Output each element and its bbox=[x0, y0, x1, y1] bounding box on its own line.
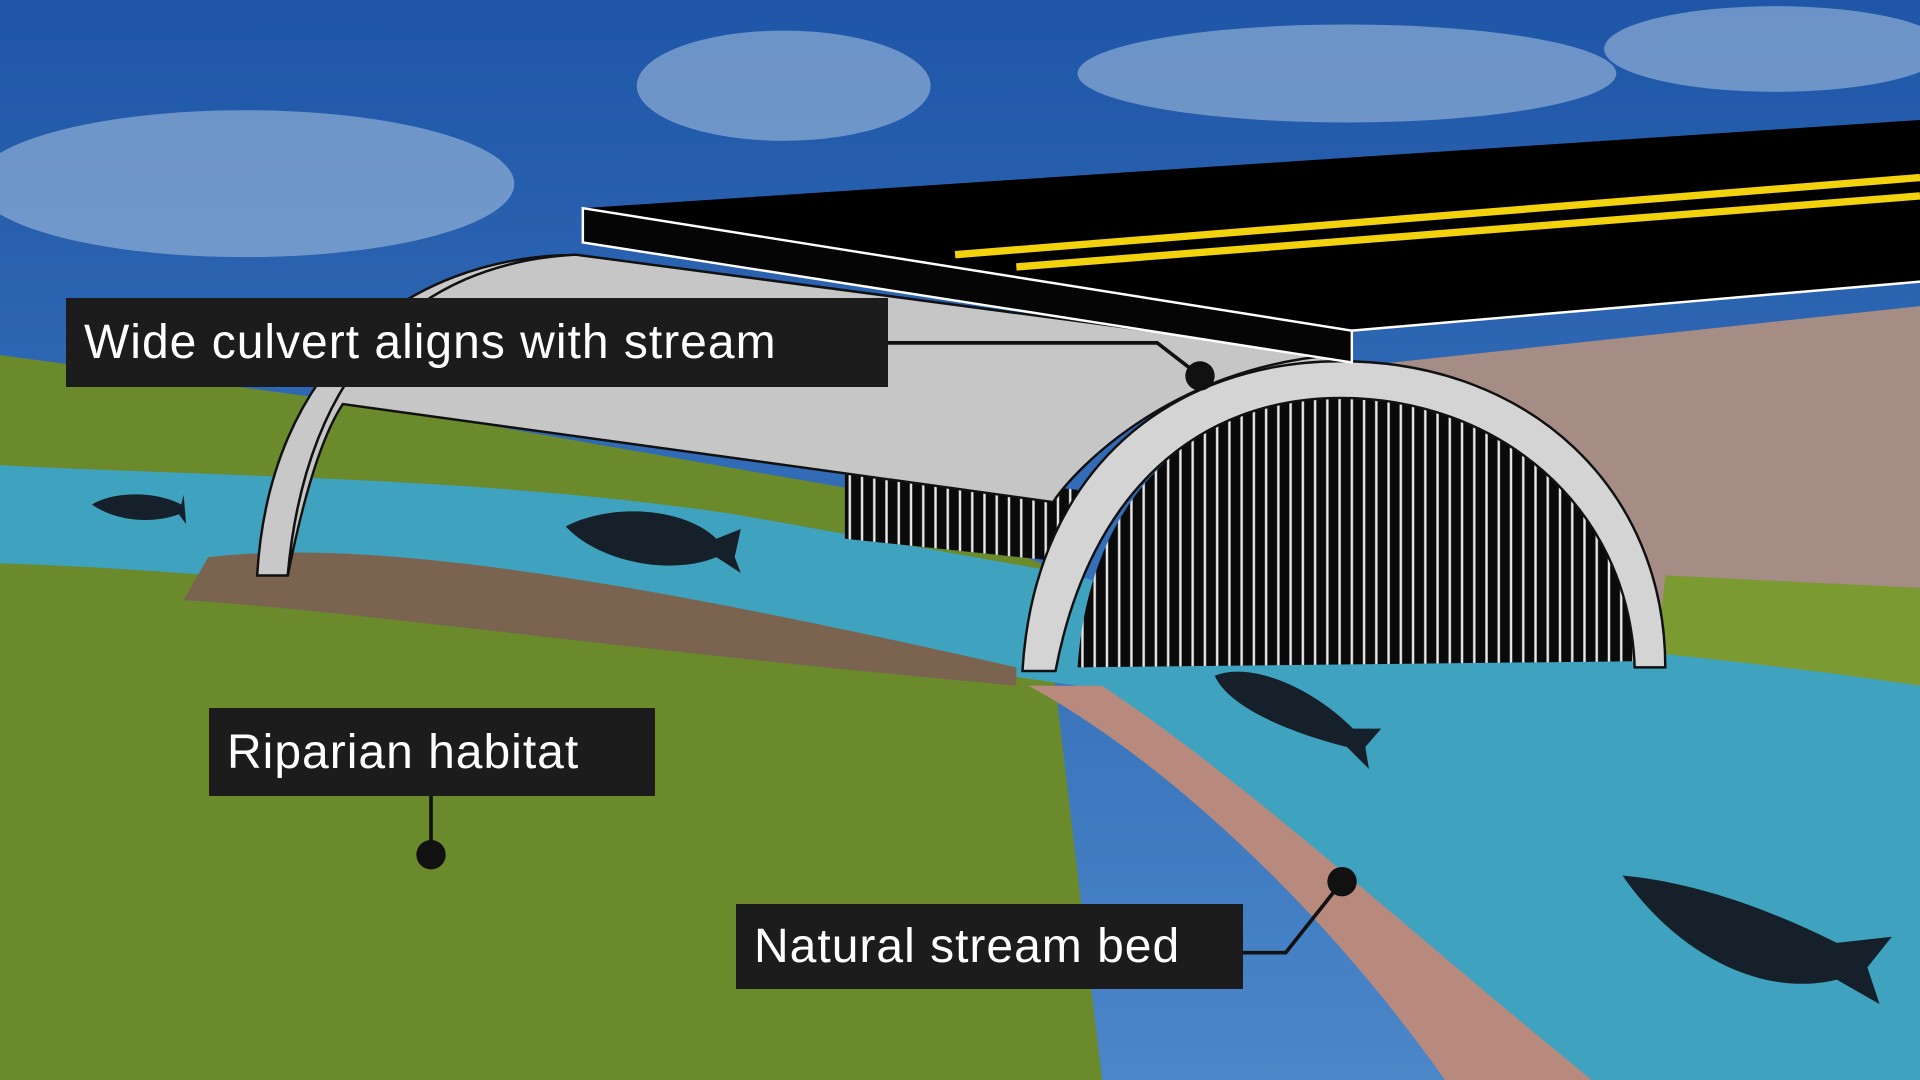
stream-bank-rocks bbox=[1028, 685, 1592, 1080]
road-deck bbox=[582, 120, 1920, 331]
stream bbox=[0, 465, 1920, 1080]
culvert-opening bbox=[1077, 397, 1635, 668]
culvert-marker-dot bbox=[1185, 361, 1215, 391]
mud-bank bbox=[183, 552, 1017, 686]
riparian-habitat-label: Riparian habitat bbox=[209, 708, 655, 796]
stream-bed-label: Natural stream bed bbox=[736, 904, 1243, 989]
road-edge bbox=[581, 206, 1354, 364]
road-centerline bbox=[954, 173, 1920, 271]
stream-bed-marker-dot bbox=[1327, 866, 1357, 897]
culvert-arch-rim bbox=[1021, 359, 1667, 673]
clouds bbox=[0, 6, 1920, 258]
fish bbox=[91, 494, 1892, 1005]
riparian-marker-dot bbox=[416, 840, 446, 870]
culvert-label: Wide culvert aligns with stream bbox=[66, 298, 888, 387]
